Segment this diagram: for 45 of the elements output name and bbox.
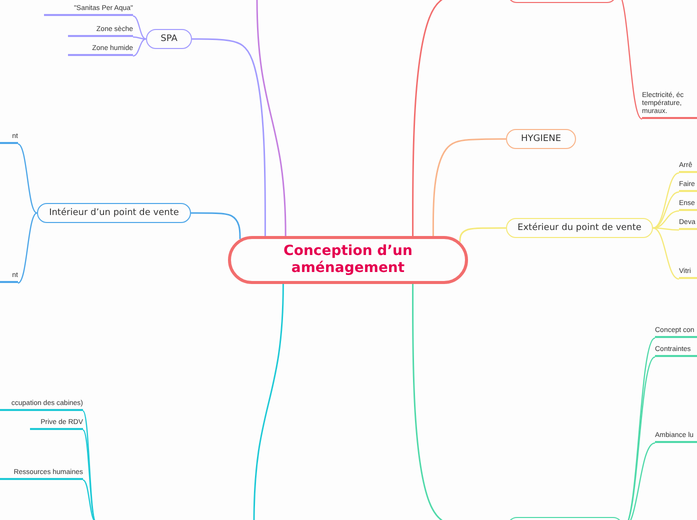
- connector-line: [652, 227, 680, 280]
- connector-line: [132, 36, 146, 40]
- connector-line: [18, 212, 38, 284]
- connector-line: [132, 38, 146, 57]
- connector-line: [82, 430, 96, 520]
- connector-line: [652, 210, 680, 229]
- underline-branch: [679, 160, 697, 173]
- connector-line: [18, 143, 38, 214]
- topic-box: [37, 203, 191, 223]
- underline-branch: [679, 198, 697, 211]
- underline-branch: [655, 343, 697, 357]
- connector-line: [256, 0, 286, 236]
- connector-line: [82, 410, 96, 520]
- topic-box: [146, 29, 192, 49]
- topic-text: HYGIENE: [521, 134, 561, 144]
- topic-text: Extérieur du point de vente: [518, 223, 642, 233]
- underline-branch: [44, 3, 133, 16]
- underline-branch: [0, 466, 83, 480]
- topic-text: SPA: [160, 34, 178, 44]
- underline-branch: [0, 270, 18, 283]
- topic-box: [506, 129, 576, 149]
- connector-line: [652, 191, 680, 229]
- underline-branch: [0, 397, 83, 411]
- central-topic-box: [228, 236, 468, 284]
- connector-line: [432, 138, 506, 236]
- underline-branch: [0, 131, 18, 144]
- connector-line: [192, 38, 266, 236]
- topic-text: Intérieur d’un point de vente: [49, 208, 179, 218]
- underline-branch: [655, 429, 697, 443]
- connector-line: [653, 227, 679, 231]
- topic-box: [506, 218, 653, 238]
- connector-line: [82, 479, 96, 520]
- connector-line: [459, 227, 506, 242]
- underline-branch: [655, 324, 697, 338]
- connector-line: [253, 284, 284, 520]
- topic-text: Conception d’un aménagement: [282, 243, 414, 277]
- connector-line: [132, 15, 146, 40]
- underline-branch: [30, 416, 83, 430]
- underline-branch: [679, 179, 697, 192]
- underline-branch: [68, 24, 133, 37]
- underline-branch: [679, 266, 697, 279]
- connector-line: [191, 212, 241, 239]
- underline-branch: [679, 217, 697, 230]
- underline-branch: [68, 43, 133, 56]
- connector-line: [652, 172, 680, 229]
